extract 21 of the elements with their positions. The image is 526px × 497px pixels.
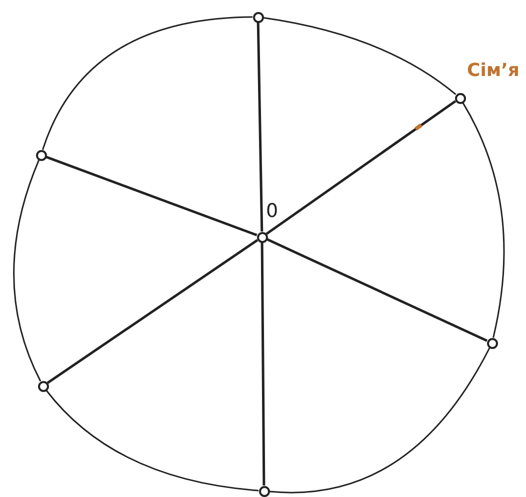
spoke-line [46,239,258,384]
point-circle [258,486,270,496]
point-circle [486,338,498,348]
spoke-line [266,100,456,235]
spoke-line [46,156,258,236]
sector-label: Сім’я [467,62,520,80]
point-circle [252,12,264,22]
point-circle [256,232,268,242]
point-circle [38,380,48,392]
rim-curve [42,16,253,150]
center-label: 0 [266,202,278,221]
point-circle [454,92,466,104]
point-circle [36,150,46,160]
rim-curve [462,102,505,338]
spoke-line [260,242,266,486]
rim-curve [13,160,42,382]
rim-curve [46,390,259,492]
rim-curve [263,17,456,96]
rim-curve [269,348,490,494]
spoke-line [266,238,488,342]
spoke-line [256,22,264,232]
